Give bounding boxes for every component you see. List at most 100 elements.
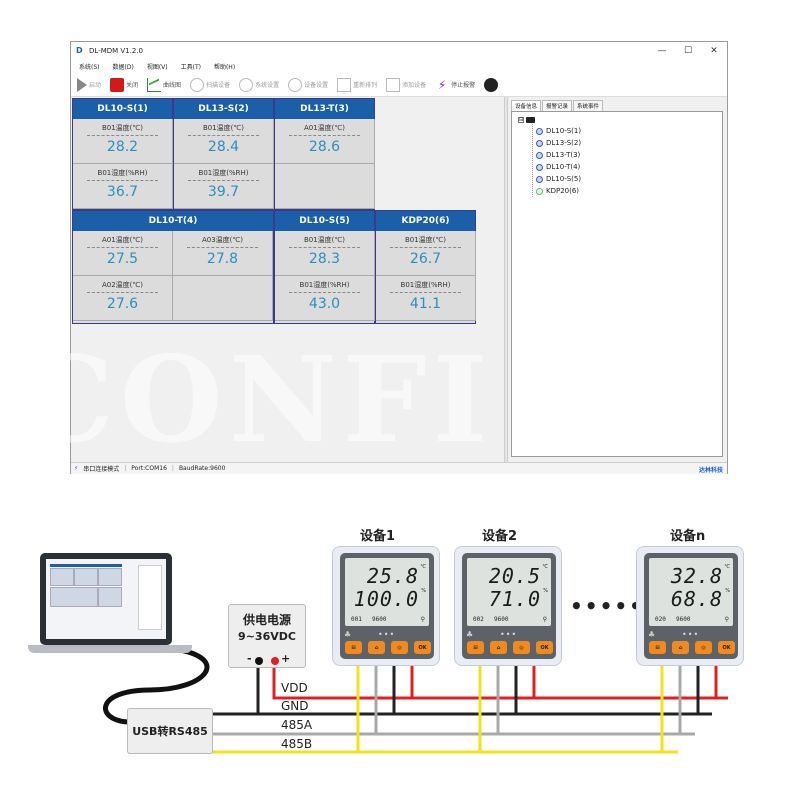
reading-label: B01湿度(%RH) [299,281,350,289]
ok-button[interactable]: OK [414,641,431,654]
tree-node[interactable]: DL10-S(1) [536,127,581,135]
tree-node[interactable]: DL10-S(5) [536,175,581,183]
alarm-icon: ⚡ [437,77,447,92]
home-button[interactable]: ⌂ [490,641,507,654]
minimize-button[interactable]: — [657,45,667,56]
reading-cell: B01温度(℃) 26.7 [376,231,476,276]
set-button[interactable]: ◎ [391,641,408,654]
laptop-screen [46,559,166,639]
ok-button[interactable]: OK [718,641,735,654]
set-button[interactable]: ◎ [695,641,712,654]
close-button[interactable]: ✕ [710,45,718,56]
device-title: 设备1 [360,529,396,544]
sensor-device: 32.8 ℃ 68.8 % 020 9600 ⚲ ♣ ••• ⊟ ⌂ ◎ OK [636,546,744,666]
divider [187,247,258,248]
chart-button[interactable]: 曲线图 [147,77,182,92]
device-card: DL10-S(5) B01温度(℃) 28.3 B01湿度(%RH) 43.0 [274,210,375,324]
maximize-button[interactable]: ☐ [683,45,693,56]
scan-label: 扫描设备 [206,82,231,89]
mini-card [98,568,122,586]
device-baud: 9600 [676,616,691,623]
device-card: DL10-S(1) B01温度(℃) 28.2 B01湿度(%RH) 36.7 [72,98,173,210]
scan-device-button[interactable]: 扫描设备 [190,77,231,92]
temperature-reading: 25.8 [366,564,419,588]
tab-device-info[interactable]: 设备信息 [511,100,542,111]
device-title: 设备2 [482,529,518,544]
mini-card [74,568,98,586]
rearrange-button[interactable]: 重新排列 [337,77,377,92]
reading-value: 27.8 [206,251,239,267]
menu-system[interactable]: 系统(S) [79,63,100,71]
divider [87,135,158,136]
tab-alarm-log[interactable]: 报警记录 [542,100,573,111]
add-device-button[interactable]: 添加设备 [386,77,426,92]
curve-icon [147,77,162,92]
stop-button[interactable]: 关闭 [110,77,138,92]
card-title[interactable]: DL13-S(2) [174,99,273,119]
tree-root[interactable]: ⊟ [518,117,535,123]
device-card: DL13-T(3) A01温度(℃) 28.6 [274,98,375,210]
usb-cable [103,647,210,725]
tree-node[interactable]: DL13-T(3) [536,151,580,159]
menu-button[interactable]: ⊟ [345,641,362,654]
chart-label: 曲线图 [163,82,182,89]
device-settings-label: 设备设置 [304,82,329,89]
baud-status: BaudRate:9600 [178,465,226,472]
device-card: DL13-S(2) B01温度(℃) 28.4 B01湿度(%RH) 39.7 [173,98,274,210]
card-title[interactable]: DL10-S(5) [275,211,374,231]
tree-node[interactable]: DL10-T(4) [536,163,580,171]
device-baud: 9600 [494,616,509,623]
ok-button[interactable]: OK [536,641,553,654]
tab-system-events[interactable]: 系统事件 [573,100,604,111]
reading-label: A03温度(℃) [201,236,244,244]
menu-help[interactable]: 帮助(H) [213,63,236,71]
system-settings-button[interactable]: 系统设置 [239,77,279,92]
menu-button[interactable]: ⊟ [649,641,666,654]
a485-label: 485A [281,718,313,732]
device-buttons: ⊟ ⌂ ◎ OK [467,641,553,654]
reading-label: B01温度(℃) [303,236,346,244]
reading-cell: B01湿度(%RH) 39.7 [174,164,274,209]
humidity-reading: 71.0 [488,587,541,611]
card-title[interactable]: DL10-S(1) [73,99,172,119]
gnd-line-psu [213,662,260,716]
menu-data[interactable]: 数据(D) [112,63,134,71]
device-address: 001 [351,616,362,623]
psu-title: 供电电源 [242,613,291,627]
reading-label: B01湿度(%RH) [97,169,148,177]
tree-node[interactable]: KDP20(6) [536,187,579,195]
divider [87,180,158,181]
device-settings-button[interactable]: 设备设置 [288,77,329,92]
device-panel: DL10-S(1) B01温度(℃) 28.2 B01湿度(%RH) 36.7 … [71,97,504,462]
start-button[interactable]: 启动 [77,77,101,92]
home-button[interactable]: ⌂ [368,641,385,654]
menu-view[interactable]: 视图(V) [146,63,168,71]
stop-alarm-button[interactable]: ⚡ 停止报警 [435,78,475,92]
empty-cell [173,276,273,321]
status-separator: | [124,465,127,472]
panel-splitter[interactable] [504,97,508,462]
divider [390,292,461,293]
collapse-toggle-icon[interactable]: ⊟ [518,117,524,123]
minus-sign: - [247,652,252,665]
plus-sign: + [281,652,291,665]
device-settings-icon [288,77,303,92]
tree-node[interactable]: DL13-S(2) [536,139,581,147]
reading-value: 43.0 [308,296,341,312]
reading-value: 41.1 [409,296,442,312]
device-online-icon [536,163,543,171]
menu-tools[interactable]: 工具(T) [180,63,201,71]
card-title[interactable]: DL13-T(3) [275,99,374,119]
humidity-reading: 100.0 [353,587,419,611]
set-button[interactable]: ◎ [513,641,530,654]
card-title[interactable]: KDP20(6) [376,211,475,231]
device-address: 020 [655,616,666,623]
signal-icon: ⚲ [724,616,729,623]
home-button[interactable]: ⌂ [672,641,689,654]
percent-unit-icon: % [543,588,548,594]
card-title[interactable]: DL10-T(4) [73,211,273,231]
reading-label: B01湿度(%RH) [198,169,249,177]
tree-node-label: DL10-S(5) [546,175,582,183]
reading-label: A01温度(℃) [101,236,144,244]
menu-button[interactable]: ⊟ [467,641,484,654]
